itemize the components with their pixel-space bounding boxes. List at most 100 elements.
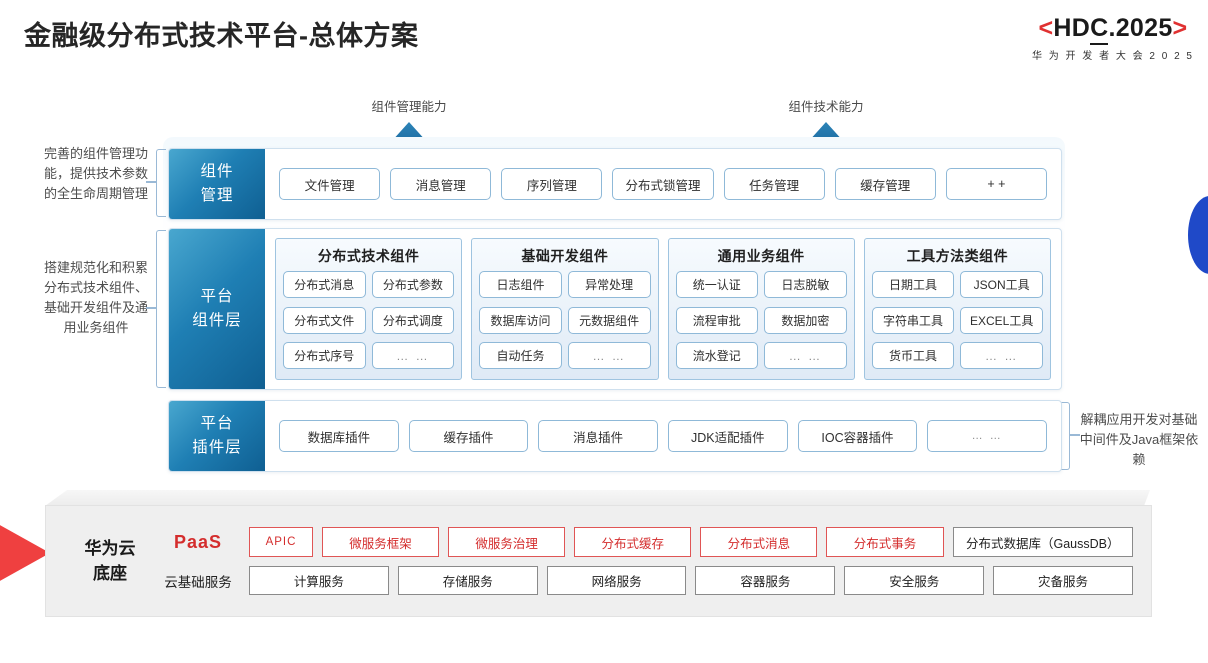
component-group-title: 基础开发组件 (521, 248, 609, 264)
layer-platform-components: 平台 组件层 分布式技术组件分布式消息分布式参数分布式文件分布式调度分布式序号…… (168, 228, 1062, 390)
component-group-grid: 统一认证日志脱敏流程审批数据加密流水登记… … (675, 271, 847, 373)
paas-item[interactable]: 分布式消息 (700, 527, 818, 557)
component-item[interactable]: 数据加密 (764, 306, 847, 334)
layer-tab-line2: 插件层 (192, 438, 242, 456)
component-item[interactable]: 分布式序号 (283, 342, 366, 370)
foundation-slab-top-edge (45, 490, 1150, 506)
layer-tab-line2: 组件层 (192, 311, 242, 329)
paas-item[interactable]: 分布式事务 (826, 527, 944, 557)
management-item[interactable]: 缓存管理 (834, 168, 936, 200)
plugin-item[interactable]: JDK适配插件 (668, 420, 788, 452)
logo-bracket-right-icon: > (1172, 14, 1188, 42)
logo-text-a: HD (1053, 14, 1091, 42)
bracket-nub (1070, 434, 1080, 436)
foundation-brand-line1: 华为云 (84, 538, 136, 558)
foundation-brand-line2: 底座 (93, 564, 127, 583)
plugin-item[interactable]: IOC容器插件 (797, 420, 918, 452)
component-group: 通用业务组件统一认证日志脱敏流程审批数据加密流水登记… … (667, 238, 855, 380)
layer-body-component-management: 文件管理消息管理序列管理分布式锁管理任务管理缓存管理 + + (265, 149, 1061, 219)
component-group: 基础开发组件日志组件异常处理数据库访问元数据组件自动任务… … (471, 238, 659, 380)
component-item[interactable]: 数据库访问 (479, 306, 562, 334)
bracket-plugins (1060, 402, 1070, 470)
management-item[interactable]: 序列管理 (501, 168, 603, 200)
logo-text-c: .2025 (1108, 14, 1173, 42)
component-item[interactable]: 分布式参数 (371, 271, 455, 298)
paas-item[interactable]: 微服务框架 (322, 527, 440, 557)
logo-bracket-left-icon: < (1038, 14, 1054, 42)
component-item[interactable]: 字符串工具 (871, 306, 955, 334)
layer-tab-component-management[interactable]: 组件 管理 (169, 149, 265, 219)
management-item[interactable]: 文件管理 (279, 168, 381, 200)
component-item[interactable]: 自动任务 (479, 342, 562, 370)
plugin-item[interactable]: 消息插件 (538, 420, 659, 452)
plugin-item[interactable]: … … (927, 420, 1048, 452)
bracket-nub (146, 181, 156, 183)
management-item[interactable]: 分布式锁管理 (612, 168, 714, 200)
layer-body-platform-components: 分布式技术组件分布式消息分布式参数分布式文件分布式调度分布式序号… …基础开发组… (265, 229, 1061, 389)
note-right: 解耦应用开发对基础中间件及Java框架依赖 (1079, 412, 1199, 468)
component-group-grid: 日志组件异常处理数据库访问元数据组件自动任务… … (479, 271, 651, 373)
foundation-cloud-row: 云基础服务 计算服务存储服务网络服务容器服务安全服务灾备服务 (156, 566, 1133, 595)
foundation-paas-row: PaaS APIC 微服务框架微服务治理分布式缓存分布式消息分布式事务分布式数据库… (156, 527, 1133, 557)
component-item[interactable]: EXCEL工具 (960, 306, 1043, 334)
cloud-service-item[interactable]: 网络服务 (546, 566, 687, 595)
cloud-service-item[interactable]: 容器服务 (695, 566, 836, 595)
component-item[interactable]: … … (371, 342, 455, 370)
component-group-title: 分布式技术组件 (317, 248, 420, 264)
cloud-service-item[interactable]: 存储服务 (397, 566, 538, 595)
component-item[interactable]: 流程审批 (675, 306, 759, 334)
hdc-logo-subtitle: 华 为 开 发 者 大 会 2 0 2 5 (1031, 51, 1194, 62)
hdc-logo: <HDC.2025> 华 为 开 发 者 大 会 2 0 2 5 (1032, 14, 1194, 62)
component-item[interactable]: 日志脱敏 (764, 271, 847, 298)
layer-tab-line1: 平台 (200, 287, 234, 305)
cloud-services-label: 云基础服务 (164, 574, 232, 590)
component-item[interactable]: … … (960, 342, 1043, 370)
paas-item[interactable]: 分布式数据库（GaussDB） (952, 527, 1133, 557)
paas-items: APIC 微服务框架微服务治理分布式缓存分布式消息分布式事务分布式数据库（Gaus… (249, 527, 1133, 557)
layer-body-platform-plugins: 数据库插件缓存插件消息插件 JDK适配插件 IOC容器插件 … … (265, 401, 1061, 471)
management-item[interactable]: + + (945, 168, 1047, 200)
paas-label: PaaS (173, 531, 223, 552)
component-group-grid: 分布式消息分布式参数分布式文件分布式调度分布式序号… … (283, 271, 455, 373)
component-item[interactable]: 分布式消息 (283, 271, 366, 298)
component-item[interactable]: 统一认证 (675, 271, 759, 298)
component-item[interactable]: 异常处理 (567, 271, 651, 298)
cloud-service-item[interactable]: 安全服务 (844, 566, 985, 595)
cloud-items: 计算服务存储服务网络服务容器服务安全服务灾备服务 (249, 566, 1133, 595)
bracket-nub (146, 307, 156, 309)
component-item[interactable]: 日期工具 (871, 271, 955, 298)
layer-tab-line2: 管理 (200, 186, 234, 204)
layer-component-management: 组件 管理 文件管理消息管理序列管理分布式锁管理任务管理缓存管理 + + (168, 148, 1062, 220)
cloud-service-item[interactable]: 灾备服务 (993, 566, 1133, 595)
cloud-service-item[interactable]: 计算服务 (249, 566, 389, 595)
layer-tab-platform-plugins[interactable]: 平台 插件层 (169, 401, 265, 471)
bracket-management (156, 149, 166, 217)
foundation-slab: 华为云 底座 PaaS APIC 微服务框架微服务治理分布式缓存分布式消息分布式事… (45, 505, 1152, 617)
component-item[interactable]: … … (567, 342, 651, 370)
hdc-logo-text: <HDC.2025> (1032, 14, 1194, 45)
logo-text-b: C (1090, 14, 1109, 45)
component-item[interactable]: JSON工具 (960, 271, 1043, 298)
component-item[interactable]: 流水登记 (675, 342, 759, 370)
component-item[interactable]: 日志组件 (479, 271, 562, 298)
layer-tab-platform-components[interactable]: 平台 组件层 (169, 229, 265, 389)
component-item[interactable]: 货币工具 (871, 342, 955, 370)
component-item[interactable]: 分布式文件 (283, 306, 366, 334)
layer-platform-plugins: 平台 插件层 数据库插件缓存插件消息插件 JDK适配插件 IOC容器插件 … … (168, 400, 1062, 472)
management-item[interactable]: 消息管理 (390, 168, 492, 200)
paas-item[interactable]: APIC (249, 527, 313, 557)
paas-item[interactable]: 微服务治理 (448, 527, 566, 557)
plugin-item[interactable]: 缓存插件 (408, 420, 529, 452)
component-item[interactable]: 元数据组件 (567, 306, 651, 334)
component-item[interactable]: … … (764, 342, 847, 370)
capability-label: 组件管理能力 (371, 100, 447, 114)
component-group-title: 通用业务组件 (717, 248, 805, 264)
paas-item[interactable]: 分布式缓存 (574, 527, 692, 557)
layer-tab-line1: 组件 (200, 162, 234, 180)
management-item[interactable]: 任务管理 (723, 168, 825, 200)
component-item[interactable]: 分布式调度 (371, 306, 455, 334)
red-wedge-decoration (0, 505, 50, 601)
plugin-item[interactable]: 数据库插件 (279, 420, 399, 452)
